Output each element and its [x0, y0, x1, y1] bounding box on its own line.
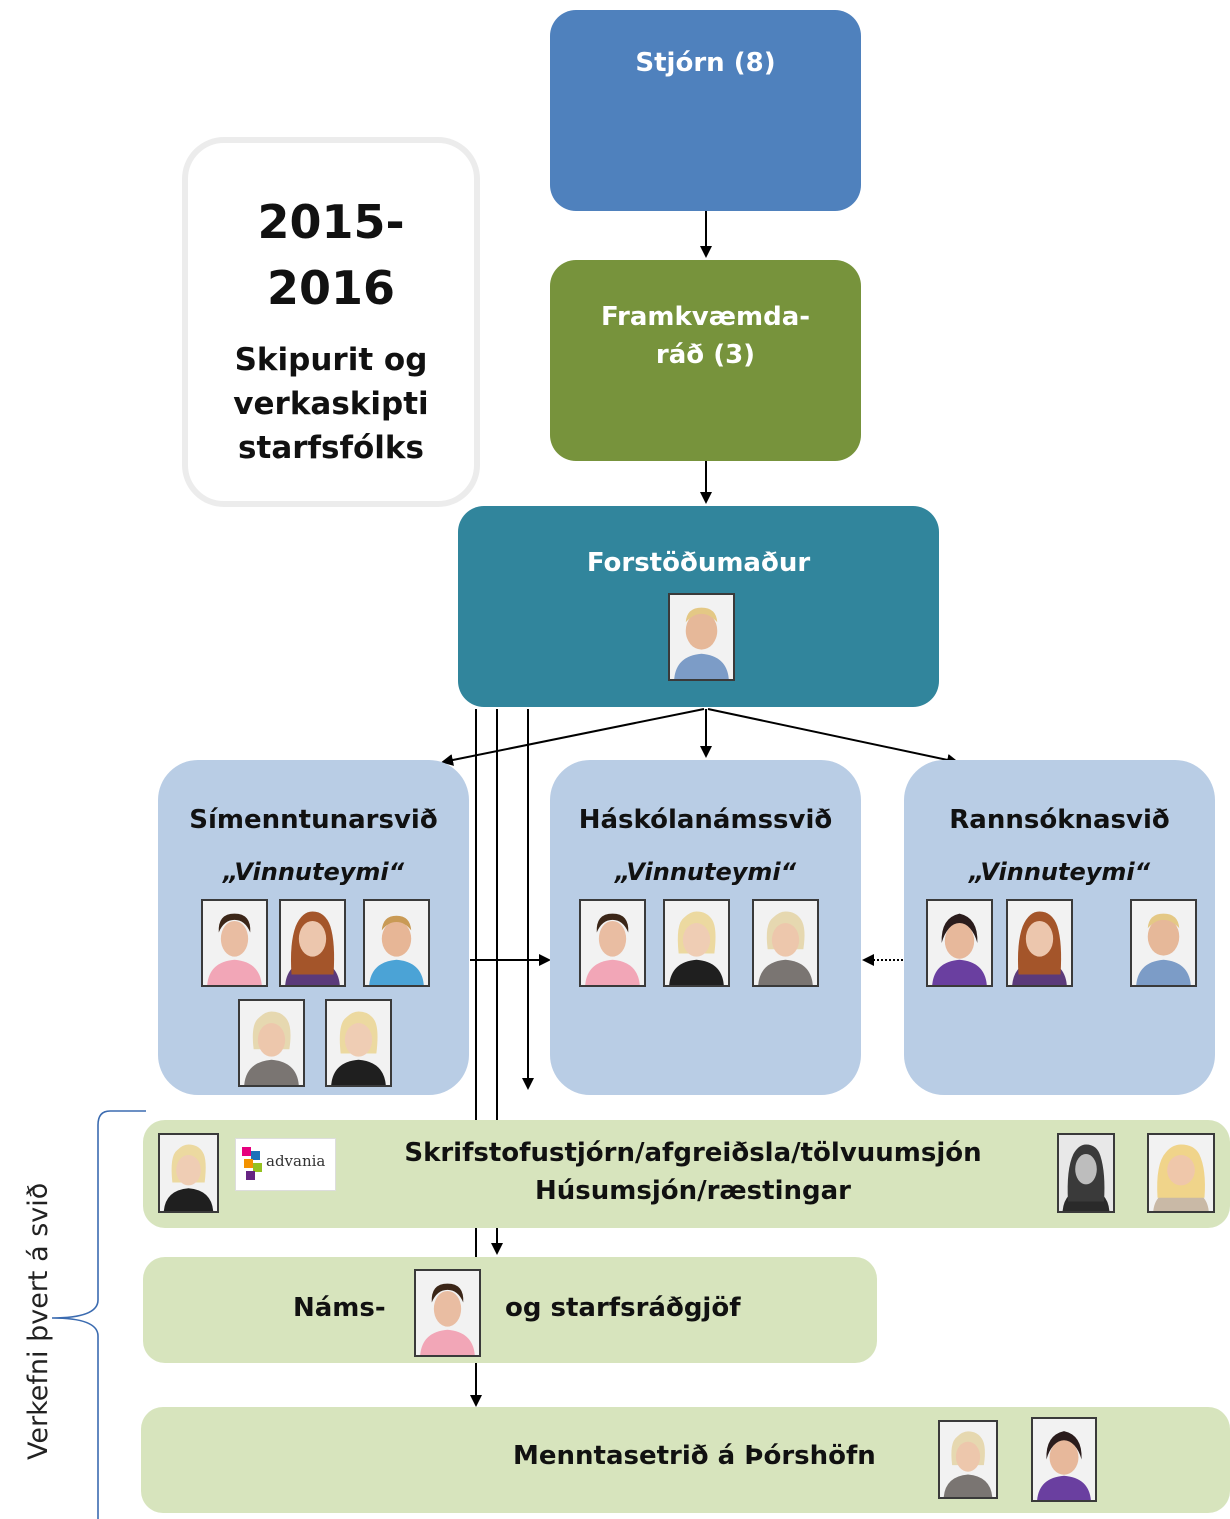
staff-photo [1147, 1133, 1215, 1213]
office-line-2: Húsumsjón/ræstingar [535, 1176, 851, 1206]
director-photo [668, 593, 735, 681]
executive-label-line-1: Framkvæmda- [600, 302, 811, 332]
staff-photo [663, 899, 730, 987]
side-brace [51, 1110, 146, 1519]
staff-photo [279, 899, 346, 987]
title-box: 2015- 2016 Skipurit og verkaskipti starf… [182, 137, 480, 507]
counseling-right-text: og starfsráðgjöf [505, 1293, 741, 1323]
staff-photo [1031, 1417, 1097, 1502]
staff-photo [158, 1133, 219, 1213]
department-title: Háskólanámssvið [578, 805, 833, 835]
office-line-1: Skrifstofustjórn/afgreiðsla/tölvuumsjón [404, 1138, 982, 1168]
advania-logo: advania [235, 1138, 336, 1191]
board-label: Stjórn (8) [635, 48, 776, 78]
counseling-band: Náms- og starfsráðgjöf [143, 1257, 877, 1363]
staff-photo [414, 1269, 481, 1357]
staff-photo [938, 1420, 998, 1499]
arrow-director-to-simenntun [441, 708, 705, 766]
staff-photo [926, 899, 993, 987]
executive-council-node: Framkvæmda- ráð (3) [550, 260, 861, 461]
advania-logo-mark-icon [242, 1147, 262, 1180]
staff-photo [752, 899, 819, 987]
department-subtitle: „Vinnuteymi“ [222, 858, 405, 886]
subtitle-line-3: starfsfólks [238, 430, 424, 466]
subtitle-line-1: Skipurit og [234, 342, 428, 378]
staff-photo [1057, 1133, 1115, 1213]
staff-photo [1006, 899, 1073, 987]
side-label: Verkefni þvert á svið [23, 1182, 54, 1460]
thorshofn-text: Menntasetrið á Þórshöfn [513, 1441, 876, 1471]
executive-label: Framkvæmda- ráð (3) [550, 298, 861, 374]
board-node: Stjórn (8) [550, 10, 861, 211]
staff-photo [238, 999, 305, 1087]
subtitle-line-2: verkaskipti [233, 386, 429, 422]
staff-photo [1130, 899, 1197, 987]
arrow-director-to-rannsokna [707, 708, 959, 766]
department-title: Rannsóknasvið [949, 805, 1170, 835]
executive-label-line-2: ráð (3) [655, 340, 756, 370]
staff-photo [363, 899, 430, 987]
counseling-left-text: Náms- [293, 1293, 386, 1323]
staff-photo [201, 899, 268, 987]
department-title: Símenntunarsvið [189, 805, 438, 835]
staff-photo [325, 999, 392, 1087]
director-label: Forstöðumaður [586, 548, 811, 578]
department-subtitle: „Vinnuteymi“ [968, 858, 1151, 886]
department-subtitle: „Vinnuteymi“ [614, 858, 797, 886]
year-line-2: 2016 [266, 261, 396, 315]
office-text: Skrifstofustjórn/afgreiðsla/tölvuumsjón … [323, 1134, 1063, 1210]
advania-logo-text: advania [266, 1152, 326, 1170]
staff-photo [579, 899, 646, 987]
year-line-1: 2015- [257, 195, 405, 249]
title-subtitle: Skipurit og verkaskipti starfsfólks [188, 338, 474, 470]
